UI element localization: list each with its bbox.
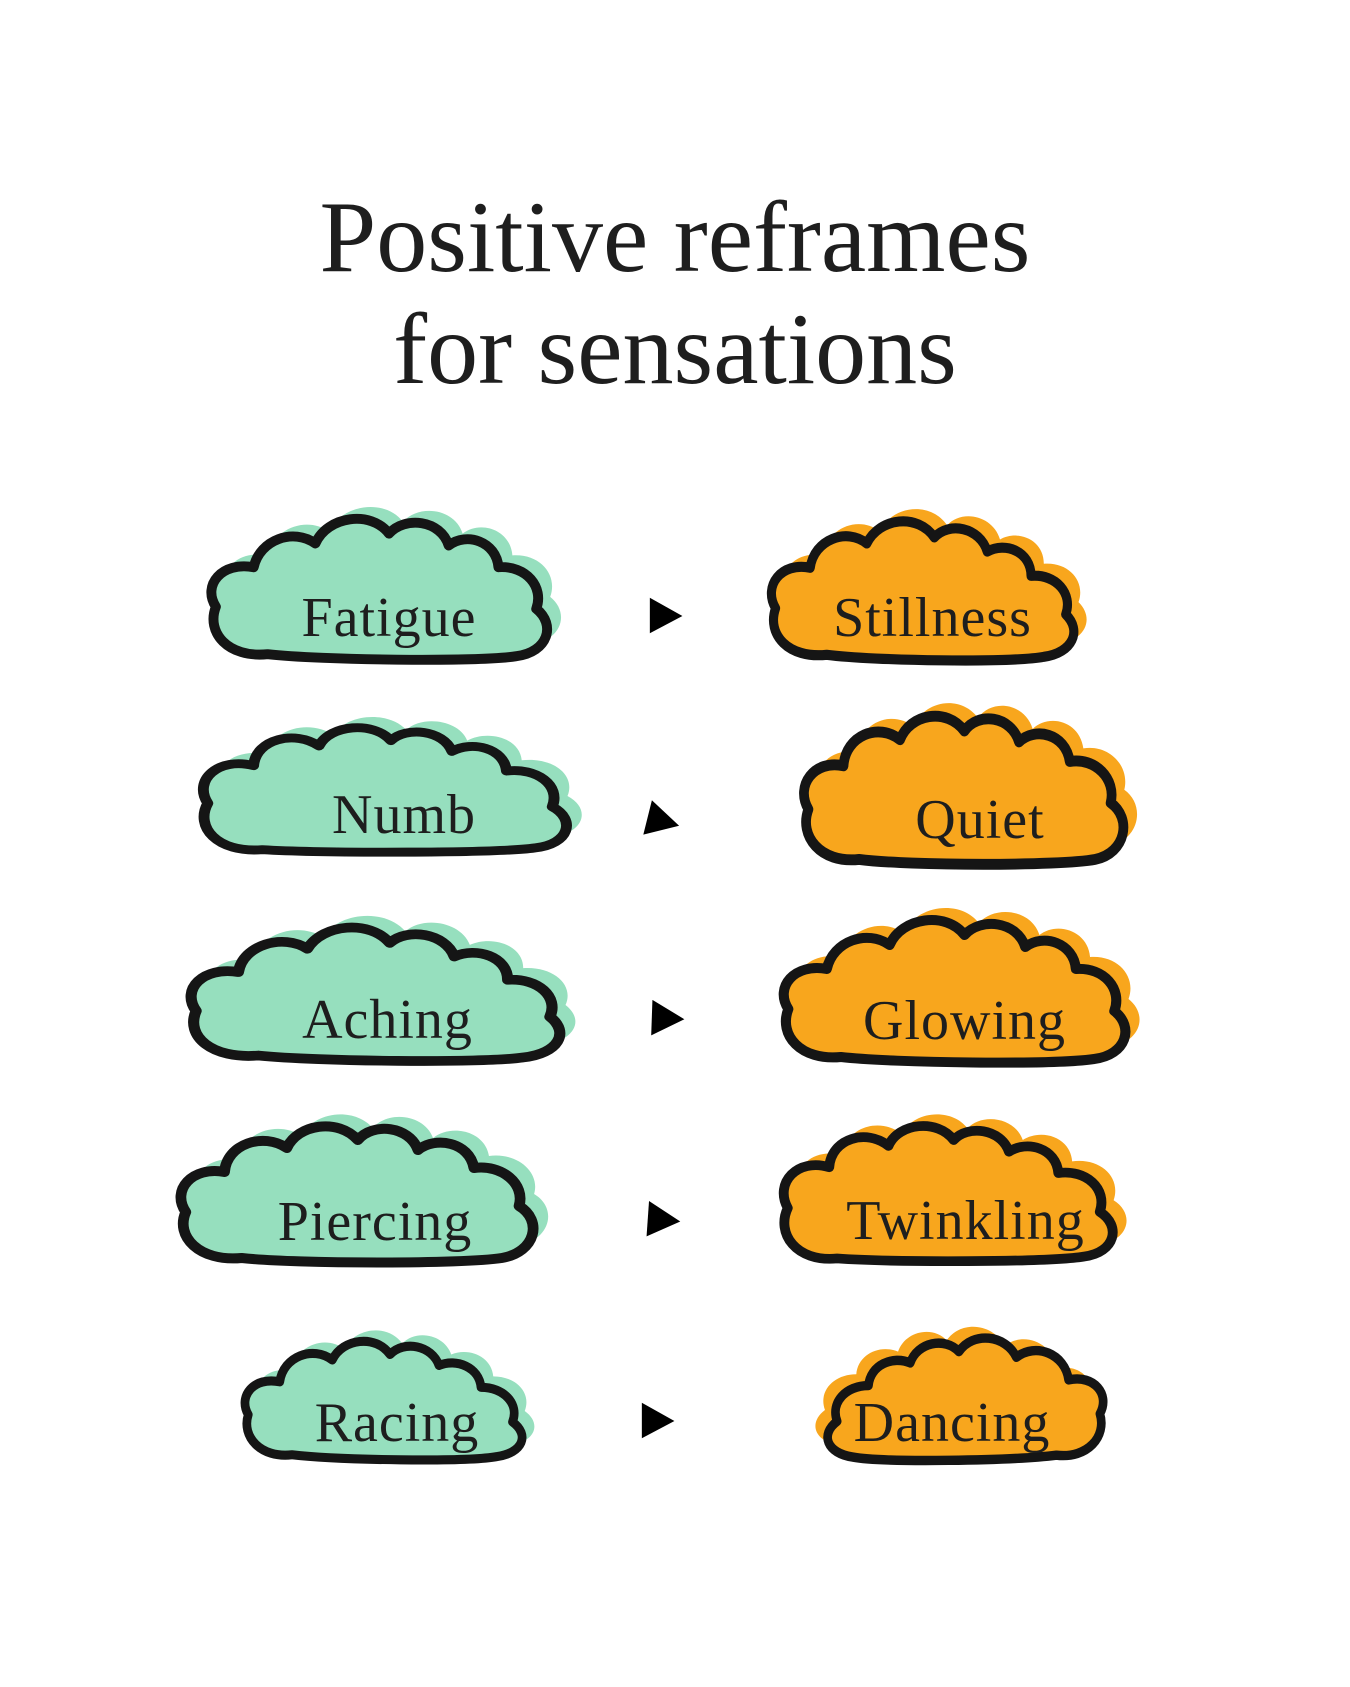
reframe-cloud-glowing: Glowing <box>762 905 1167 1075</box>
sensation-cloud-aching: Aching <box>165 908 610 1073</box>
sensation-cloud-numb: Numb <box>186 712 622 864</box>
sensation-cloud-piercing: Piercing <box>160 1106 590 1276</box>
cloud-label: Dancing <box>853 1391 1051 1454</box>
right-arrow-icon <box>601 985 695 1048</box>
page-title-line-1: Positive reframes <box>319 181 1031 294</box>
reframe-cloud-dancing: Dancing <box>778 1314 1126 1474</box>
cloud-label: Twinkling <box>846 1190 1085 1253</box>
cloud-label: Aching <box>302 989 473 1052</box>
right-arrow-icon <box>592 776 696 856</box>
cloud-label: Stillness <box>833 586 1032 649</box>
right-arrow-icon <box>600 585 692 645</box>
page-title-line-2: for sensations <box>393 293 957 407</box>
reframe-cloud-quiet: Quiet <box>785 694 1175 879</box>
cloud-label: Numb <box>332 784 476 847</box>
reframe-cloud-stillness: Stillness <box>750 501 1115 673</box>
right-arrow-icon <box>592 1390 684 1450</box>
sensation-cloud-fatigue: Fatigue <box>190 504 588 672</box>
cloud-label: Racing <box>314 1392 480 1455</box>
cloud-label: Fatigue <box>301 587 477 650</box>
cloud-label: Glowing <box>863 989 1066 1052</box>
cloud-label: Quiet <box>915 788 1045 851</box>
reframe-cloud-twinkling: Twinkling <box>768 1109 1163 1274</box>
right-arrow-icon <box>596 1185 692 1251</box>
page-title: Positive reframes for sensations <box>0 181 1350 407</box>
cloud-label: Piercing <box>277 1190 473 1253</box>
sensation-cloud-racing: Racing <box>222 1318 572 1473</box>
